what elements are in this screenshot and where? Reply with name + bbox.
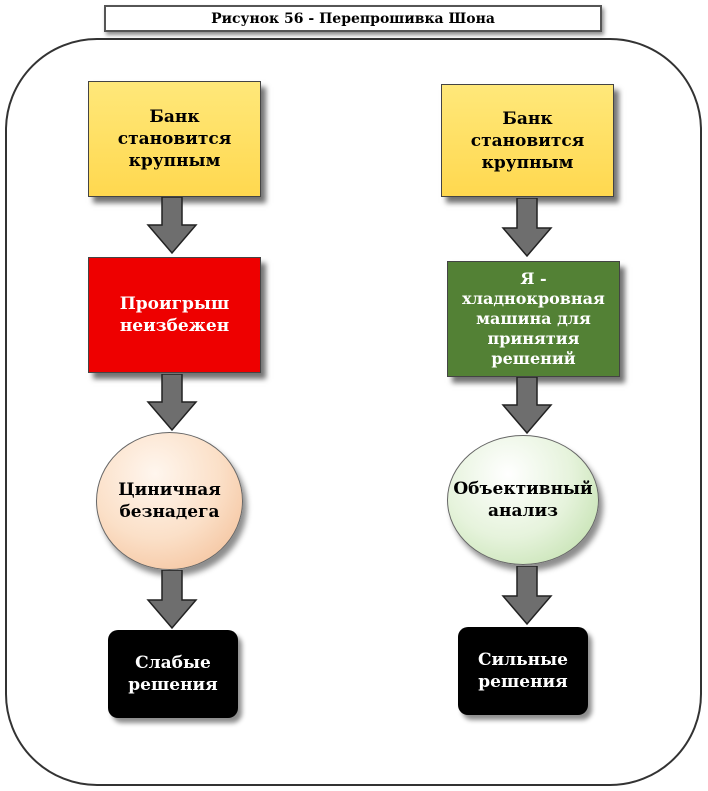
- right-arrow-2: [501, 377, 553, 435]
- right-cold-machine-box: Я - хладнокровная машина для принятия ре…: [447, 261, 620, 377]
- right-strong-decisions-box: Сильные решения: [458, 627, 588, 715]
- left-weak-decisions-box: Слабые решения: [108, 630, 238, 718]
- left-arrow-3: [146, 570, 198, 630]
- right-objective-analysis-circle: Объективный анализ: [447, 435, 599, 565]
- left-arrow-2: [146, 374, 198, 432]
- right-bank-grows-box: Банк становится крупным: [441, 84, 614, 197]
- left-arrow-1: [146, 197, 198, 255]
- left-bank-grows-box: Банк становится крупным: [88, 81, 261, 197]
- figure-title: Рисунок 56 - Перепрошивка Шона: [104, 5, 602, 32]
- left-cynical-hopelessness-circle: Циничная безнадега: [96, 432, 243, 570]
- right-arrow-3: [501, 566, 553, 626]
- right-arrow-1: [501, 198, 553, 258]
- left-loss-inevitable-box: Проигрыш неизбежен: [88, 257, 261, 373]
